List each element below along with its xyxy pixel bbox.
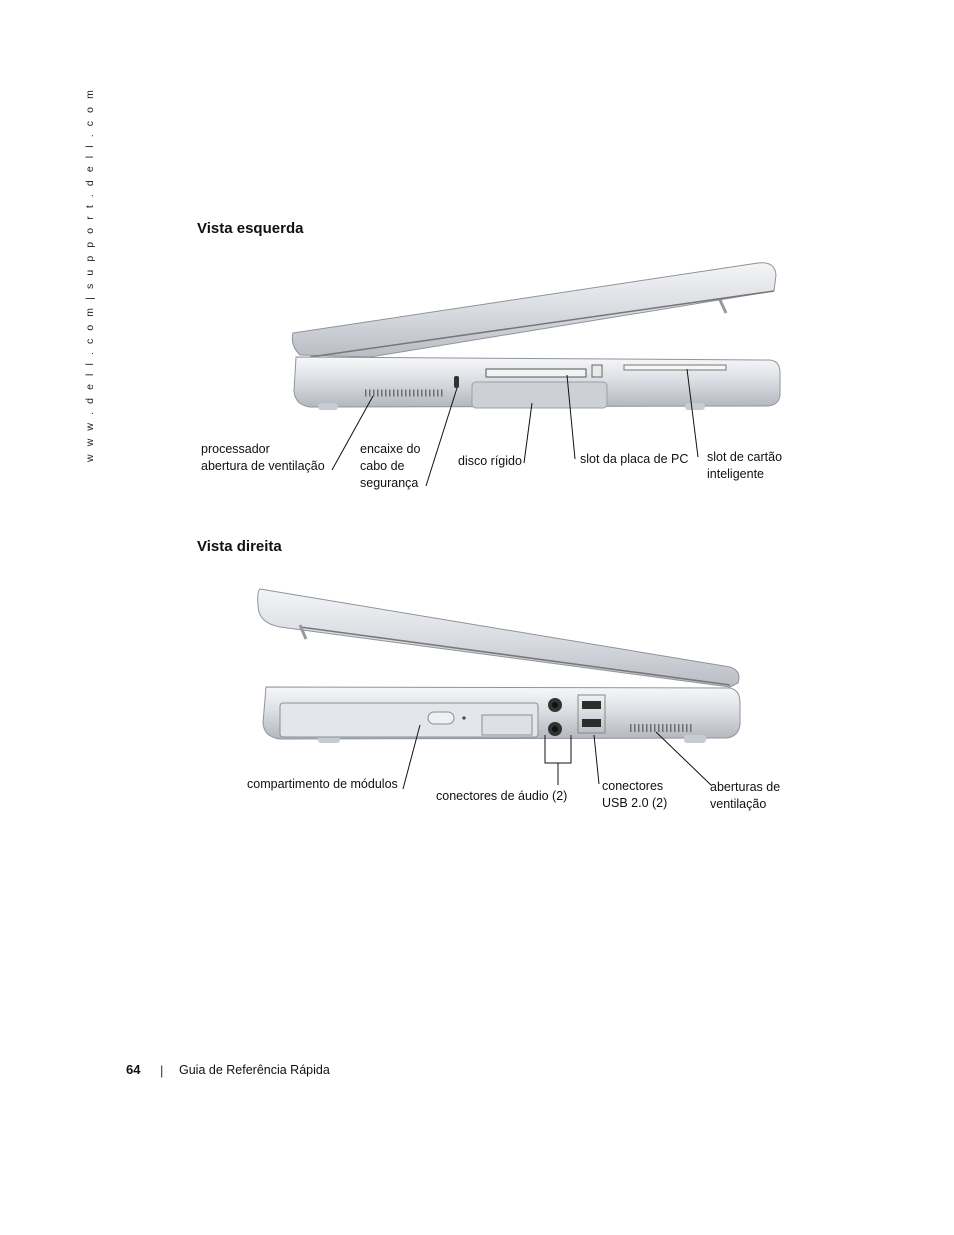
right-view-figure	[257, 588, 741, 790]
label-usb-connectors: conectores USB 2.0 (2)	[602, 779, 668, 810]
label-smart-card-slot: slot de cartão inteligente	[707, 450, 783, 481]
left-view-heading: Vista esquerda	[197, 220, 304, 237]
right-view-heading: Vista direita	[197, 538, 282, 555]
laptop-left-side	[291, 262, 781, 410]
label-air-vents: aberturas de ventilação	[710, 780, 781, 811]
smart-card-slot	[623, 364, 727, 371]
left-leader-lines	[331, 368, 699, 487]
page-number: 64	[126, 1062, 141, 1077]
laptop-right-side	[257, 588, 741, 743]
usb-ports	[577, 694, 606, 734]
footer-separator: |	[160, 1063, 164, 1078]
module-bay	[279, 702, 539, 738]
left-view-figure	[291, 262, 781, 487]
hard-drive-bay	[471, 381, 608, 409]
right-leader-lines	[402, 724, 712, 790]
side-url: w w w . d e l l . c o m | s u p p o r t …	[84, 88, 100, 462]
footer-title: Guia de Referência Rápida	[179, 1063, 330, 1077]
label-module-bay: compartimento de módulos	[247, 777, 398, 791]
pc-card-slot	[485, 368, 587, 378]
label-hard-drive: disco rígido	[458, 454, 522, 468]
label-audio-connectors: conectores de áudio (2)	[436, 789, 568, 803]
label-pc-card-slot: slot da placa de PC	[580, 452, 689, 466]
security-slot	[454, 376, 459, 388]
audio-jacks	[548, 698, 562, 736]
label-security-slot: encaixe do cabo de segurança	[360, 442, 421, 490]
label-processor-vent: processador abertura de ventilação	[201, 442, 325, 473]
side-url-text: w w w . d e l l . c o m | s u p p o r t …	[84, 87, 96, 462]
